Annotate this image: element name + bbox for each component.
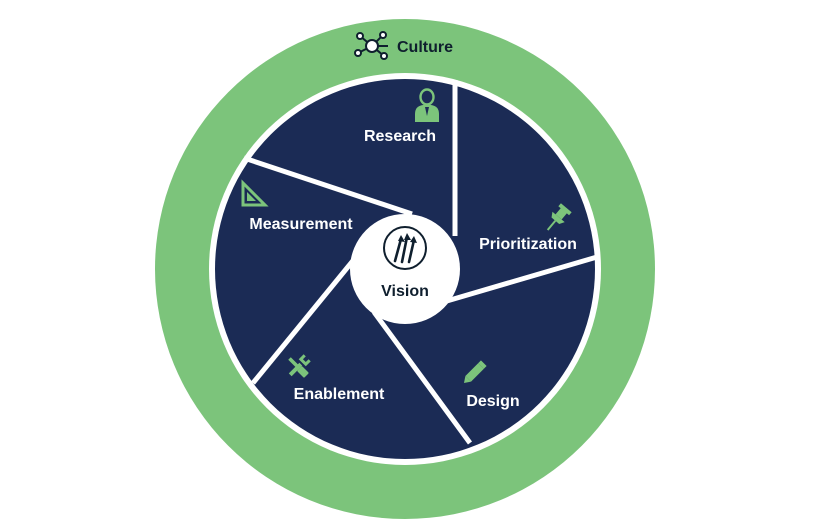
segment-label-measurement: Measurement xyxy=(249,216,353,233)
pushpin-icon xyxy=(546,203,572,231)
tools-icon xyxy=(288,354,311,378)
upward-arrows-icon xyxy=(383,226,427,270)
divider-measurement-research xyxy=(243,155,413,217)
vision-label: Vision xyxy=(381,283,429,300)
pencil-icon xyxy=(463,360,487,384)
divider-prioritization-design xyxy=(439,254,598,306)
divider-enablement-measurement xyxy=(251,255,358,385)
person-icon xyxy=(415,88,439,122)
segment-label-prioritization: Prioritization xyxy=(479,236,577,253)
segment-label-research: Research xyxy=(364,128,436,145)
segment-label-design: Design xyxy=(466,393,519,410)
segment-label-enablement: Enablement xyxy=(294,386,385,403)
culture-label: Culture xyxy=(397,39,453,56)
set-square-icon xyxy=(241,179,269,207)
segment-dividers xyxy=(243,80,598,445)
divider-design-enablement xyxy=(371,310,473,445)
network-icon xyxy=(354,31,388,60)
